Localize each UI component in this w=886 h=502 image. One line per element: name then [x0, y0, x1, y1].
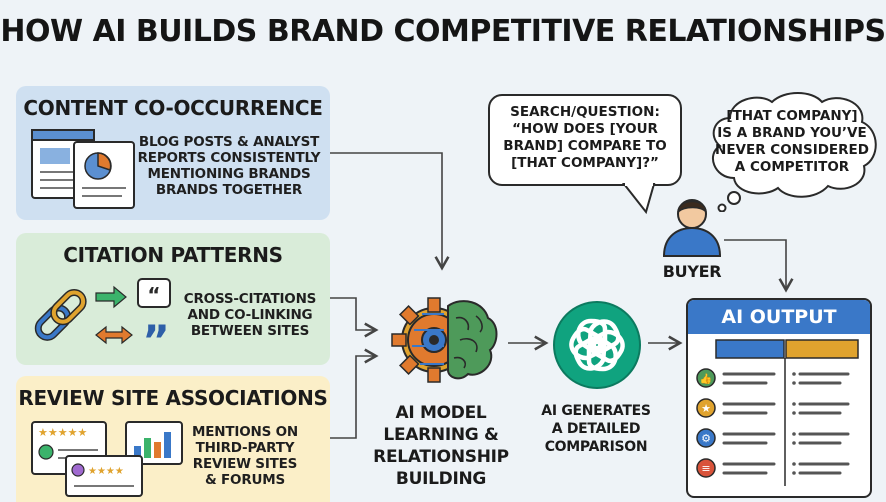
text-line: “HOW DOES [YOUR [512, 121, 658, 137]
link-chain-icon: “ ” [34, 278, 171, 357]
svg-text:⚙: ⚙ [701, 432, 711, 445]
text-line: REVIEW SITES [192, 456, 298, 472]
ai-output-card: AI OUTPUT 👍 ★ ⚙ [686, 298, 872, 498]
text-line: [THAT COMPANY]?” [511, 155, 659, 171]
text-line: NEVER CONSIDERED [715, 142, 869, 158]
text-line: RELATIONSHIP [373, 447, 509, 467]
text-line: BRAND] COMPARE TO [503, 138, 667, 154]
svg-text:”: ” [142, 316, 170, 357]
buyer-label: BUYER [662, 262, 722, 281]
text-line: BETWEEN SITES [190, 323, 310, 339]
output-row-4: ≡ [696, 458, 850, 478]
text-line: BUILDING [395, 469, 487, 489]
text-line: CROSS-CITATIONS [183, 291, 317, 307]
text-line: A DETAILED [551, 421, 641, 437]
svg-text:★★★★: ★★★★ [88, 466, 124, 477]
output-row-1: 👍 [696, 368, 850, 388]
search-question-bubble: SEARCH/QUESTION: “HOW DOES [YOUR BRAND] … [488, 94, 682, 186]
text-line: AI GENERATES [541, 403, 651, 419]
svg-text:★: ★ [701, 402, 711, 415]
citation-patterns-panel: CITATION PATTERNS “ ” CROSS-CITATIONS AN… [16, 233, 330, 365]
panel-description: MENTIONS ON THIRD-PARTY REVIEW SITES & F… [186, 424, 304, 488]
text-line: AI MODEL [395, 403, 487, 423]
svg-text:“: “ [147, 283, 160, 307]
documents-icon [31, 129, 135, 209]
thought-text: [THAT COMPANY] IS A BRAND YOU’VE NEVER C… [712, 108, 872, 176]
thought-cloud [712, 92, 877, 212]
text-line: COMPARISON [544, 439, 648, 455]
ai-generates-label: AI GENERATES A DETAILED COMPARISON [532, 402, 660, 456]
text-line: MENTIONS ON [192, 424, 298, 440]
text-line: & FORUMS [204, 472, 286, 488]
panel-title: CITATION PATTERNS [63, 243, 283, 267]
output-row-3: ⚙ [696, 428, 850, 448]
ai-output-title: AI OUTPUT [688, 300, 870, 334]
comparison-table: 👍 ★ ⚙ ≡ [696, 339, 859, 486]
text-line: IS A BRAND YOU’VE [717, 125, 867, 141]
bubble-tail [621, 182, 656, 215]
svg-text:👍: 👍 [700, 372, 712, 385]
page-title: HOW AI BUILDS BRAND COMPETITIVE RELATION… [0, 14, 886, 49]
panel-description: CROSS-CITATIONS AND CO-LINKING BETWEEN S… [180, 291, 320, 339]
panel-description: BLOG POSTS & ANALYST REPORTS CONSISTENTL… [136, 134, 322, 198]
review-site-associations-panel: REVIEW SITE ASSOCIATIONS ★★★★★ ★★★★ MENT… [16, 376, 330, 502]
gear-brain-icon [391, 297, 498, 383]
text-line: A COMPETITOR [734, 159, 850, 175]
text-line: AND CO-LINKING [187, 307, 313, 323]
panel-title: REVIEW SITE ASSOCIATIONS [18, 386, 328, 410]
text-line: THIRD-PARTY [195, 440, 295, 456]
text-line: BLOG POSTS & ANALYST [138, 134, 320, 150]
text-line: [THAT COMPANY] [726, 108, 858, 124]
ai-model-label: AI MODEL LEARNING & RELATIONSHIP BUILDIN… [366, 402, 516, 490]
text-line: REPORTS CONSISTENTLY [137, 150, 321, 166]
openai-logo-icon [553, 301, 641, 389]
content-co-occurrence-panel: CONTENT CO-OCCURRENCE BLOG POSTS & ANALY… [16, 86, 330, 220]
panel-title: CONTENT CO-OCCURRENCE [23, 96, 323, 120]
svg-text:★★★★★: ★★★★★ [38, 426, 87, 439]
output-row-2: ★ [696, 398, 850, 418]
svg-text:≡: ≡ [701, 462, 710, 475]
buyer-avatar-icon [662, 199, 722, 257]
text-line: LEARNING & [383, 425, 499, 445]
review-cards-icon: ★★★★★ ★★★★ [31, 421, 183, 497]
text-line: BRANDS TOGETHER [155, 182, 303, 198]
text-line: MENTIONING BRANDS [147, 166, 311, 182]
text-line: SEARCH/QUESTION: [510, 104, 660, 120]
